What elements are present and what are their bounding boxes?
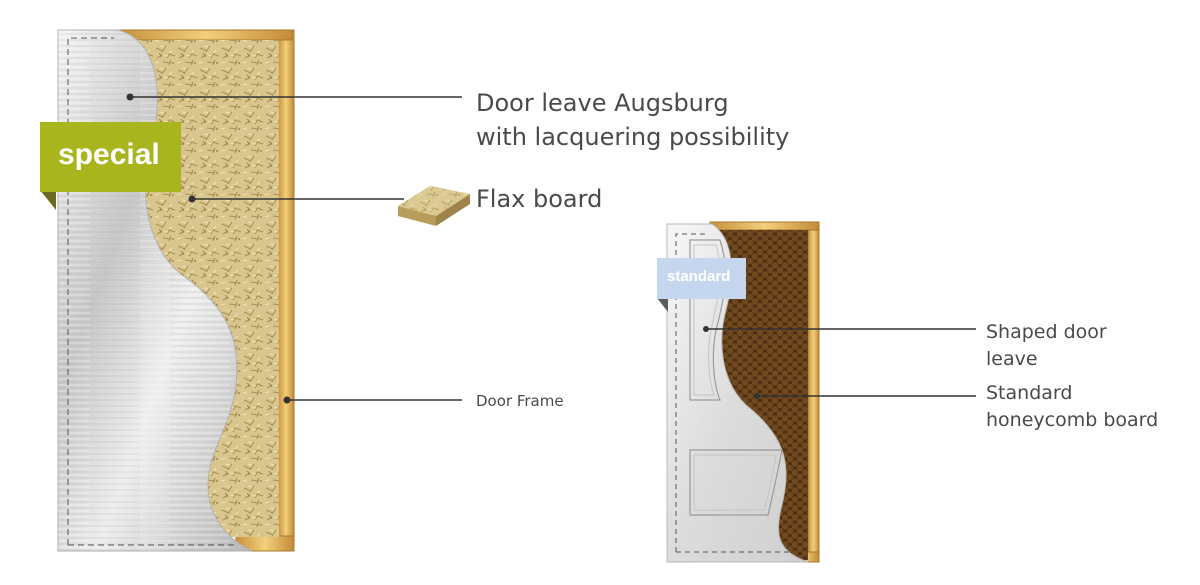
standard-badge: [657, 258, 746, 299]
flax-board-sample-icon: [398, 186, 470, 226]
standard-badge-label: standard: [667, 268, 731, 285]
leader-dot-flax: [188, 195, 196, 203]
std-frame-top: [709, 221, 820, 231]
special-badge-fold: [40, 190, 56, 210]
special-badge-label: special: [58, 138, 160, 171]
left-leaders: [126, 93, 462, 404]
std-dashed-left: [675, 233, 706, 552]
leader-dot-door-leave: [126, 93, 134, 101]
leader-dot-honeycomb: [754, 393, 760, 399]
honeycomb-label-line1: Standard: [986, 382, 1073, 404]
lower-panel-inner: [693, 454, 777, 511]
shaped-door-label: Shaped door leave: [986, 319, 1107, 373]
flax-board-label: Flax board: [476, 185, 603, 213]
standard-door: [657, 221, 820, 563]
shaped-door-label-line2: leave: [986, 348, 1038, 370]
honeycomb-label: Standard honeycomb board: [986, 380, 1158, 434]
door-leave-label: Door leave Augsburg with lacquering poss…: [476, 86, 789, 154]
shaped-door-label-line1: Shaped door: [986, 321, 1107, 343]
special-door: [40, 29, 295, 552]
std-frame-right: [807, 225, 820, 563]
honeycomb-label-line2: honeycomb board: [986, 409, 1159, 431]
special-badge: [40, 122, 181, 192]
door-leave-label-line2: with lacquering possibility: [476, 123, 790, 151]
door-frame-right: [277, 29, 295, 552]
door-leave-label-line1: Door leave Augsburg: [476, 89, 729, 117]
lower-panel: [689, 449, 783, 516]
leader-dot-door-frame: [283, 396, 291, 404]
standard-badge-fold: [657, 298, 668, 312]
door-frame-label: Door Frame: [476, 392, 564, 410]
door-frame-top: [119, 29, 293, 41]
right-leaders: [703, 326, 976, 399]
leader-dot-shaped-door: [703, 326, 709, 332]
